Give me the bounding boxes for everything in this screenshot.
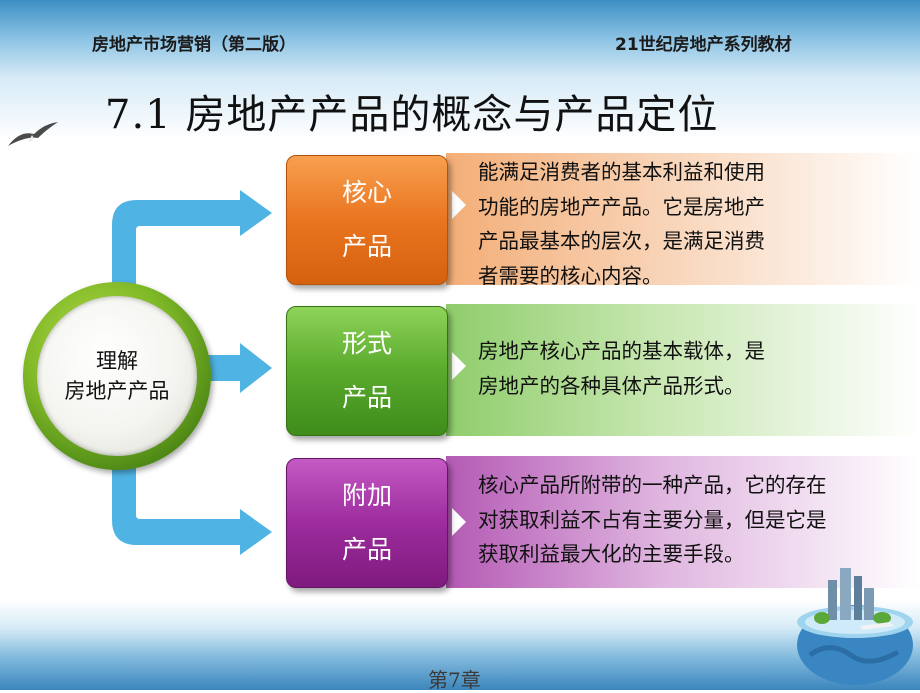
- core-desc-line: 产品最基本的层次，是满足消费: [478, 229, 765, 253]
- footer-background: [0, 600, 920, 690]
- core-desc-line: 功能的房地产产品。它是房地产: [478, 194, 765, 219]
- header-background: [0, 0, 920, 140]
- book-title: 房地产市场营销（第二版）: [92, 35, 296, 55]
- core-product-box: 核心 产品: [286, 155, 448, 285]
- center-label-line1: 理解: [96, 349, 138, 373]
- form-product-label-2: 产品: [341, 383, 392, 412]
- center-label: 理解 房地产产品: [37, 296, 197, 456]
- center-ring: 理解 房地产产品: [23, 282, 211, 470]
- form-desc-line: 房地产的各种具体产品形式。: [478, 373, 745, 398]
- core-product-description: 能满足消费者的基本利益和使用 功能的房地产产品。它是房地产 产品最基本的层次，是…: [446, 153, 920, 288]
- slide-title: 7.1 房地产产品的概念与产品定位: [105, 92, 719, 138]
- form-product-label-1: 形式: [341, 329, 392, 358]
- notch-icon: [452, 191, 466, 219]
- additional-desc-line: 获取利益最大化的主要手段。: [478, 542, 745, 566]
- additional-desc-line: 核心产品所附带的一种产品，它的存在: [478, 473, 827, 497]
- center-label-line2: 房地产产品: [64, 379, 170, 403]
- chapter-label: 第7章: [428, 668, 481, 692]
- core-product-label-1: 核心: [341, 178, 392, 207]
- seagull-icon: [8, 122, 58, 146]
- globe-buildings-icon: [797, 568, 913, 685]
- core-desc-line: 者需要的核心内容。: [478, 263, 663, 288]
- notch-icon: [452, 352, 466, 380]
- additional-product-box: 附加 产品: [286, 458, 448, 588]
- form-desc-line: 房地产核心产品的基本载体，是: [478, 339, 765, 363]
- additional-desc-line: 对获取利益不占有主要分量，但是它是: [478, 507, 827, 532]
- branch-arrows: [112, 190, 272, 555]
- additional-product-label-2: 产品: [341, 535, 392, 564]
- series-title: 21世纪房地产系列教材: [615, 35, 792, 55]
- form-product-box: 形式 产品: [286, 306, 448, 436]
- core-desc-line: 能满足消费者的基本利益和使用: [478, 160, 765, 184]
- additional-product-label-1: 附加: [341, 481, 392, 510]
- form-product-description: 房地产核心产品的基本载体，是 房地产的各种具体产品形式。: [446, 304, 920, 436]
- additional-product-description: 核心产品所附带的一种产品，它的存在 对获取利益不占有主要分量，但是它是 获取利益…: [446, 456, 920, 588]
- notch-icon: [452, 508, 466, 536]
- core-product-label-2: 产品: [341, 232, 392, 261]
